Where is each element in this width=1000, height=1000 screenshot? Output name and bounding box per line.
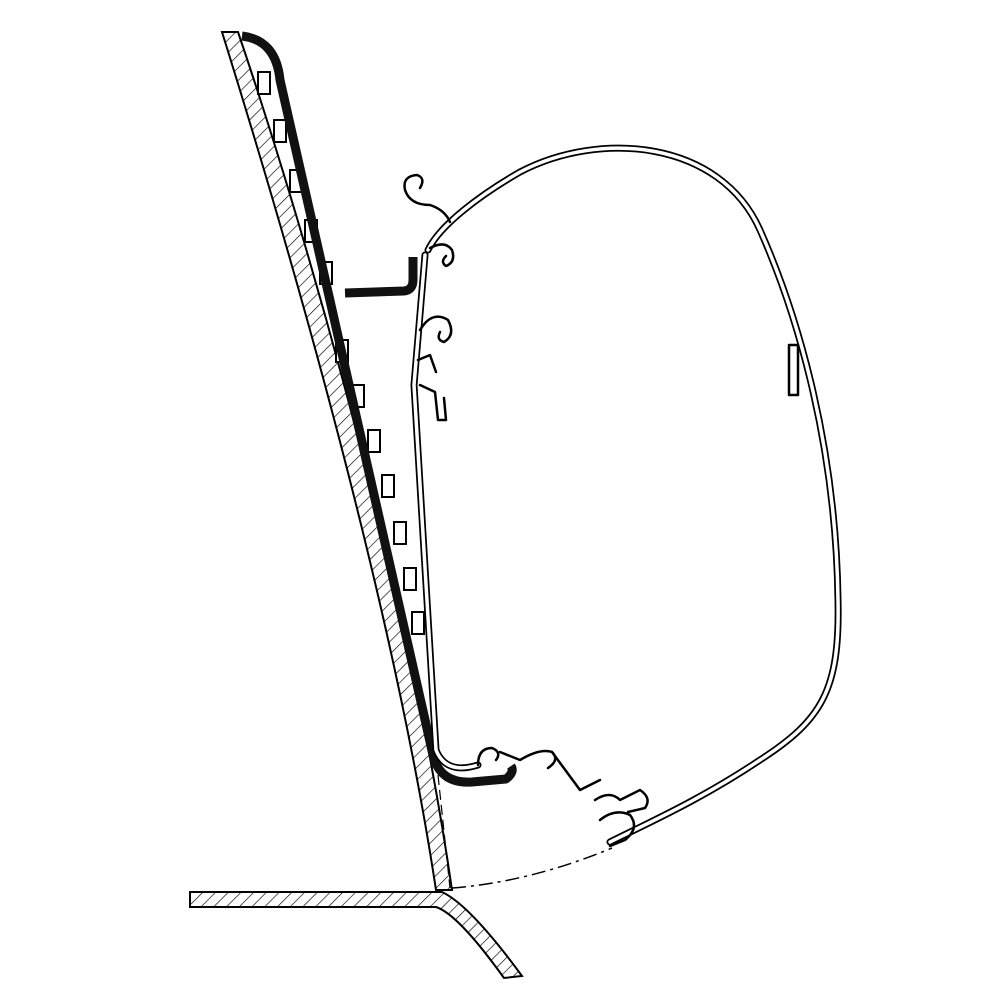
adapter-bracket [344, 257, 418, 298]
adapter-rail [241, 31, 517, 787]
vehicle-wall [220, 31, 454, 891]
vehicle-roof-edge [189, 891, 524, 980]
awning-housing [403, 144, 842, 848]
awning-side-dashed-line [437, 774, 451, 889]
awning-fabric-dashed-line [451, 847, 613, 889]
